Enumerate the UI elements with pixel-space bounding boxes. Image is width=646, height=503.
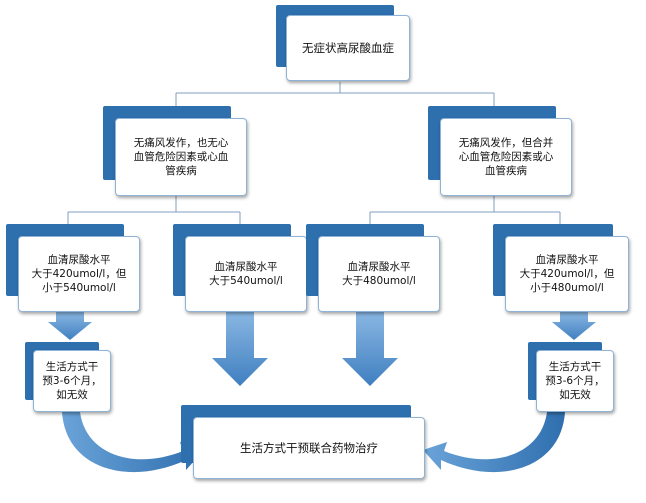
lifestyle-left-label: 生活方式干 预3-6个月， 如无效 [42, 361, 102, 401]
arrow-down-right-small [552, 312, 596, 340]
level-b-label: 血清尿酸水平 大于540umol/l [209, 261, 283, 287]
arrow-down-big-left [212, 312, 268, 386]
level-a-label: 血清尿酸水平 大于420umol/l，但 小于540umol/l [31, 254, 127, 294]
combined-treatment-label: 生活方式干预联合药物治疗 [240, 441, 378, 455]
right-branch-label: 无痛风发作，但合并 心血管危险因素或心 血管疾病 [458, 137, 554, 177]
root-label: 无症状高尿酸血症 [302, 41, 394, 55]
root-node: 无症状高尿酸血症 [276, 5, 410, 83]
left-branch-node: 无痛风发作，也无心 血管危险因素或心血 管疾病 [103, 106, 247, 196]
level-c-node: 血清尿酸水平 大于480umol/l [306, 224, 440, 312]
curved-arrow-right [423, 412, 565, 473]
arrow-down-big-right [342, 312, 398, 386]
tree-connectors [67, 82, 561, 224]
left-branch-label: 无痛风发作，也无心 血管危险因素或心血 管疾病 [133, 137, 229, 177]
level-d-node: 血清尿酸水平 大于420umol/l，但 小于480umol/l [493, 224, 629, 312]
curved-arrow-left [62, 412, 204, 473]
arrow-down-left-small [48, 312, 92, 340]
lifestyle-right-label: 生活方式干 预3-6个月， 如无效 [545, 361, 605, 401]
level-a-node: 血清尿酸水平 大于420umol/l，但 小于540umol/l [6, 224, 140, 312]
lifestyle-right-node: 生活方式干 预3-6个月， 如无效 [528, 342, 614, 412]
level-d-label: 血清尿酸水平 大于420umol/l，但 小于480umol/l [519, 254, 615, 294]
right-branch-node: 无痛风发作，但合并 心血管危险因素或心 血管疾病 [428, 106, 572, 196]
level-c-label: 血清尿酸水平 大于480umol/l [342, 261, 416, 287]
combined-treatment-node: 生活方式干预联合药物治疗 [181, 405, 425, 479]
level-b-node: 血清尿酸水平 大于540umol/l [173, 224, 307, 312]
lifestyle-left-node: 生活方式干 预3-6个月， 如无效 [25, 342, 111, 412]
